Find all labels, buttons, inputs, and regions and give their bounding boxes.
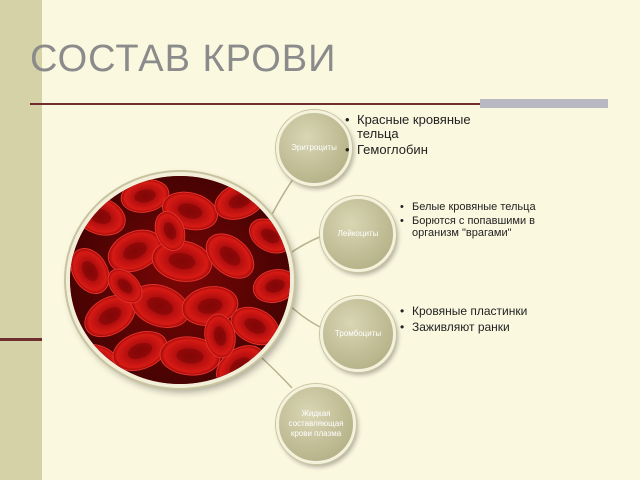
blood-cell-center <box>163 222 177 240</box>
blood-cell-center <box>219 246 241 266</box>
node-platelets-label: Тромбоциты <box>334 329 382 338</box>
blood-cell-center <box>84 354 106 368</box>
blood-cell-center <box>98 307 122 325</box>
node-plasma-label: Жидкая составляющая крови плазма <box>288 409 344 438</box>
node-platelets: Тромбоциты <box>320 296 396 372</box>
blood-cell-center <box>228 193 252 209</box>
blood-cell-center <box>147 297 173 315</box>
blood-cell-center <box>88 208 112 224</box>
node-leukocytes: Лейкоциты <box>320 196 396 272</box>
blood-cell-center <box>213 326 227 346</box>
blood-cell-center <box>197 298 223 314</box>
left-decor-line <box>0 338 42 341</box>
node-leukocytes-label: Лейкоциты <box>337 229 379 238</box>
bullet-item: Гемоглобин <box>345 143 475 158</box>
title-divider <box>30 103 608 105</box>
bullet-item: Красные кровяные тельца <box>345 113 475 141</box>
blood-cell-center <box>127 342 153 360</box>
leukocytes-bullets: Белые кровяные тельца Борются с попавшим… <box>400 201 540 241</box>
blood-cell-center <box>260 228 280 244</box>
blood-cell-center <box>229 357 251 375</box>
accent-bar <box>480 99 608 108</box>
blood-cell-center <box>117 278 133 294</box>
node-erythrocytes-label: Эритроциты <box>291 143 337 152</box>
blood-cell-center <box>134 189 156 203</box>
blood-cell-center <box>244 318 266 334</box>
node-erythrocytes: Эритроциты <box>276 110 352 186</box>
left-decor-band <box>0 0 42 480</box>
blood-cell-center <box>123 242 147 260</box>
blood-cell-center <box>176 348 204 364</box>
blood-cell-center <box>168 252 196 270</box>
platelets-bullets: Кровяные пластинки Заживляют ранки <box>400 305 540 337</box>
bullet-item: Заживляют ранки <box>400 321 540 335</box>
slide-title: СОСТАВ КРОВИ <box>30 38 337 80</box>
blood-cell-center <box>265 279 285 293</box>
node-plasma: Жидкая составляющая крови плазма <box>276 384 356 464</box>
blood-cells-image <box>66 172 294 388</box>
bullet-item: Кровяные пластинки <box>400 305 540 319</box>
erythrocytes-bullets: Красные кровяные тельца Гемоглобин <box>345 113 475 159</box>
blood-cell-center <box>82 261 98 281</box>
bullet-item: Борются с попавшими в организм "врагами" <box>400 215 540 239</box>
blood-cell-center <box>177 203 203 219</box>
bullet-item: Белые кровяные тельца <box>400 201 540 213</box>
